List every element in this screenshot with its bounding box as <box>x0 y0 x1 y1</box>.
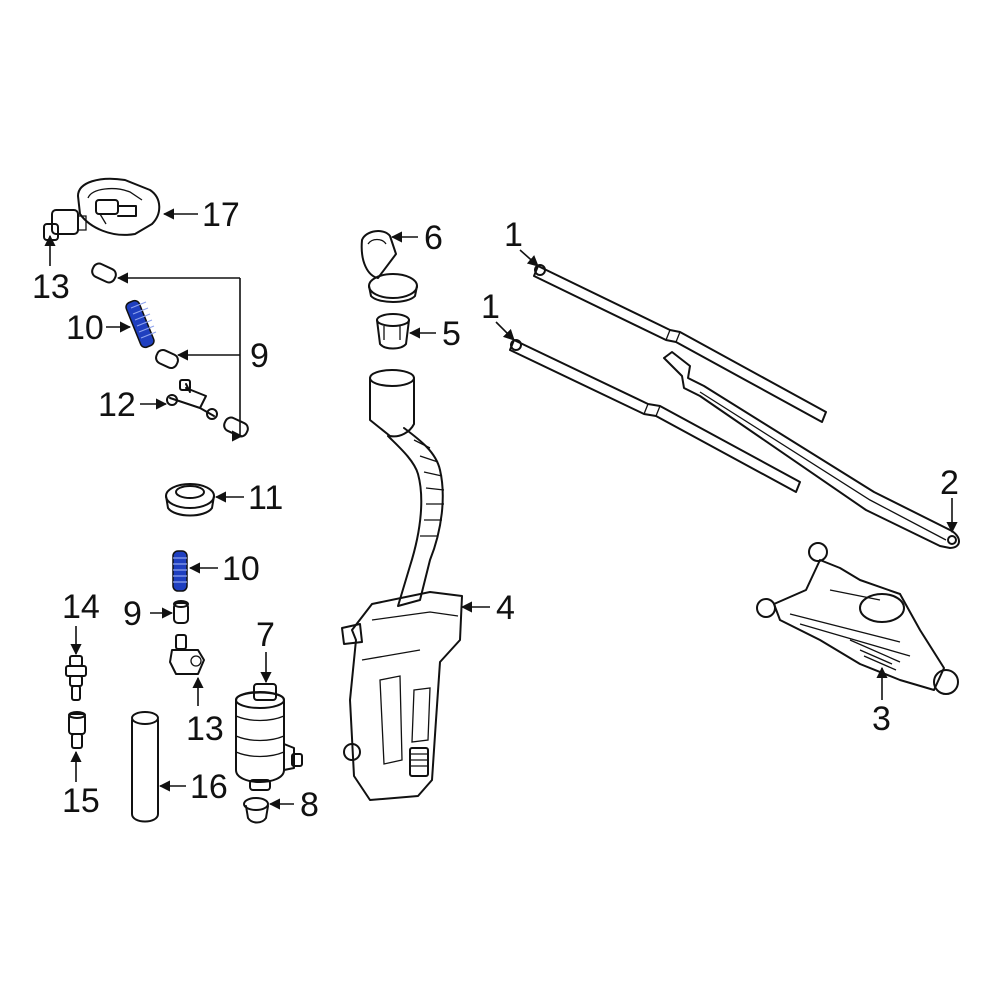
callout-5: 5 <box>442 315 461 353</box>
callout-2: 2 <box>940 464 959 502</box>
leader-1-lower <box>495 321 515 341</box>
callout-6: 6 <box>424 219 443 257</box>
hose-connector-part-9-bottom[interactable] <box>173 600 189 624</box>
callout-13-upper: 13 <box>32 268 70 306</box>
callout-4: 4 <box>496 589 515 627</box>
grommet-part-8[interactable] <box>243 797 269 824</box>
callout-17: 17 <box>202 196 240 234</box>
hose-part-10-top-highlighted[interactable] <box>125 299 157 349</box>
callout-labels: 1 1 2 3 4 5 6 7 8 9 9 10 10 11 12 13 13 … <box>32 196 959 824</box>
callout-13-lower: 13 <box>186 710 224 748</box>
hose-connector-part-9-top[interactable] <box>90 262 118 285</box>
callout-12: 12 <box>98 386 136 424</box>
wiper-linkage-motor-part-3[interactable] <box>756 542 959 695</box>
wiper-blade-part-1-upper[interactable] <box>533 264 827 423</box>
fitting-part-15[interactable] <box>68 711 86 749</box>
washer-pump-part-7[interactable] <box>235 683 303 791</box>
callout-1-lower: 1 <box>481 288 500 326</box>
fitting-part-14[interactable] <box>65 655 87 701</box>
callout-11: 11 <box>248 479 283 517</box>
connector-part-13-bottom[interactable] <box>169 634 205 675</box>
wiper-blade-part-1-lower[interactable] <box>509 339 801 493</box>
wiper-arm-part-2[interactable] <box>663 351 960 549</box>
callout-16: 16 <box>190 768 228 806</box>
hose-part-16[interactable] <box>131 711 159 823</box>
callout-10-lower: 10 <box>222 550 260 588</box>
filler-adapter-part-5[interactable] <box>376 313 410 350</box>
hose-part-10-lower-highlighted[interactable] <box>172 550 188 592</box>
callout-1-upper: 1 <box>504 216 523 254</box>
callout-10-upper: 10 <box>66 309 104 347</box>
filler-cap-part-6[interactable] <box>360 230 418 303</box>
washer-nozzle-part-17[interactable] <box>77 177 161 236</box>
y-connector-part-12[interactable] <box>166 379 218 420</box>
leader-lines <box>44 208 958 810</box>
callout-15: 15 <box>62 782 100 820</box>
callout-8: 8 <box>300 786 319 824</box>
callout-9-lower: 9 <box>123 595 142 633</box>
hose-connector-part-9-middle[interactable] <box>154 348 180 370</box>
callout-9-upper: 9 <box>250 337 269 375</box>
callout-7: 7 <box>256 616 275 654</box>
leader-1-upper <box>519 249 539 267</box>
grommet-part-11[interactable] <box>165 483 215 517</box>
hose-connector-part-9-lower[interactable] <box>222 416 250 439</box>
callout-3: 3 <box>872 700 891 738</box>
leader-9-top <box>231 278 244 442</box>
washer-reservoir-part-4[interactable] <box>341 369 463 801</box>
callout-14: 14 <box>62 588 100 626</box>
